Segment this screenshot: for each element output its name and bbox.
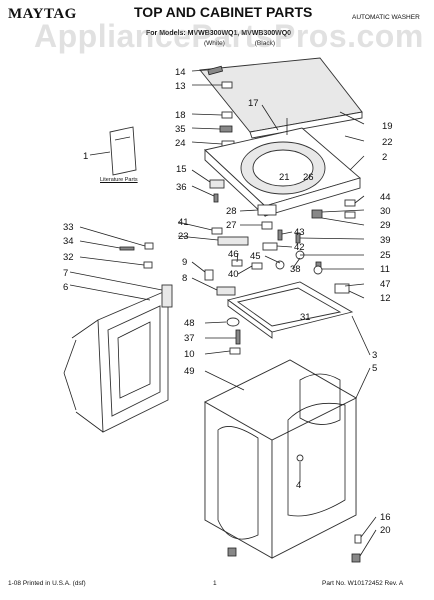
page-title: TOP AND CABINET PARTS	[134, 4, 313, 20]
rear-panel-part	[71, 284, 173, 433]
callout-label: 36	[176, 182, 187, 193]
callout-label: 25	[380, 250, 391, 261]
callout-label: 19	[382, 121, 393, 132]
callout-label: 11	[380, 264, 390, 275]
callout-label: 33	[63, 222, 74, 233]
lid-switch-parts	[209, 179, 356, 230]
callout-label: 31	[300, 312, 311, 323]
callout-label: 46	[228, 249, 239, 260]
callout-labels: 14 13 18 35 24 17 1 15 36 19 22 2 21 26 …	[63, 67, 393, 536]
callout-label: 40	[228, 269, 239, 280]
callout-label: 22	[382, 137, 393, 148]
callout-label: 7	[63, 268, 68, 279]
callout-label: 3	[372, 350, 377, 361]
callout-label: 41	[178, 217, 189, 228]
leveling-feet-parts	[227, 534, 362, 563]
literature-booklet	[109, 126, 137, 176]
callout-label: 45	[250, 251, 261, 262]
callout-label: 43	[294, 227, 305, 238]
callout-label: 14	[175, 67, 186, 78]
callout-label: 15	[176, 164, 187, 175]
callout-label: 6	[63, 282, 68, 293]
lid-hinge-parts	[207, 65, 235, 149]
callout-label: 18	[175, 110, 186, 121]
callout-label: 48	[184, 318, 195, 329]
page-header: MAYTAG TOP AND CABINET PARTS AUTOMATIC W…	[0, 0, 434, 56]
print-info: 1-08 Printed in U.S.A. (dsf)	[8, 580, 86, 587]
callout-label: 30	[380, 206, 391, 217]
callout-label: 24	[175, 138, 186, 149]
callout-label: 49	[184, 366, 195, 377]
callout-label: 10	[184, 349, 195, 360]
cabinet-part	[204, 359, 357, 559]
callout-leaders	[63, 69, 377, 557]
top-panel-part	[204, 127, 361, 218]
finish-white: (White)	[204, 40, 225, 47]
finish-black: (Black)	[254, 40, 275, 47]
brand-logo: MAYTAG	[8, 6, 77, 22]
callout-label: 42	[294, 242, 305, 253]
callout-label: 9	[182, 257, 187, 268]
callout-label: 35	[175, 124, 186, 135]
lid-part	[199, 57, 363, 139]
callout-label: 12	[380, 293, 391, 304]
callout-label: 8	[182, 273, 187, 284]
document-type: AUTOMATIC WASHER	[352, 14, 420, 21]
callout-label: 38	[290, 264, 301, 275]
callout-label: 34	[63, 236, 74, 247]
callout-label: 27	[226, 220, 237, 231]
part-number: Part No. W10172452 Rev. A	[322, 580, 404, 587]
callout-label: 21	[279, 172, 290, 183]
callout-label: 13	[175, 81, 186, 92]
finish-labels: (White) (Black)	[204, 40, 303, 47]
callout-label: 5	[372, 363, 377, 374]
callout-label: 32	[63, 252, 74, 263]
tub-ring-part	[226, 281, 354, 339]
callout-label: 4	[296, 480, 301, 491]
callout-label: 20	[380, 525, 391, 536]
callout-label: 23	[178, 231, 189, 242]
callout-label: 37	[184, 333, 195, 344]
callout-label: 1	[83, 151, 88, 162]
callout-label: 16	[380, 512, 391, 523]
callout-label: 28	[226, 206, 237, 217]
callout-label: 2	[382, 152, 387, 163]
callout-label: 39	[380, 235, 391, 246]
callout-label: 26	[303, 172, 314, 183]
literature-parts-label: Literature Parts	[100, 177, 138, 183]
callout-label: 44	[380, 192, 391, 203]
callout-label: 29	[380, 220, 391, 231]
callout-label: 17	[248, 98, 259, 109]
callout-label: 47	[380, 279, 391, 290]
page-number: 1	[213, 580, 217, 587]
model-list: For Models: MVWB300WQ1, MVWB300WQ0	[146, 30, 292, 37]
